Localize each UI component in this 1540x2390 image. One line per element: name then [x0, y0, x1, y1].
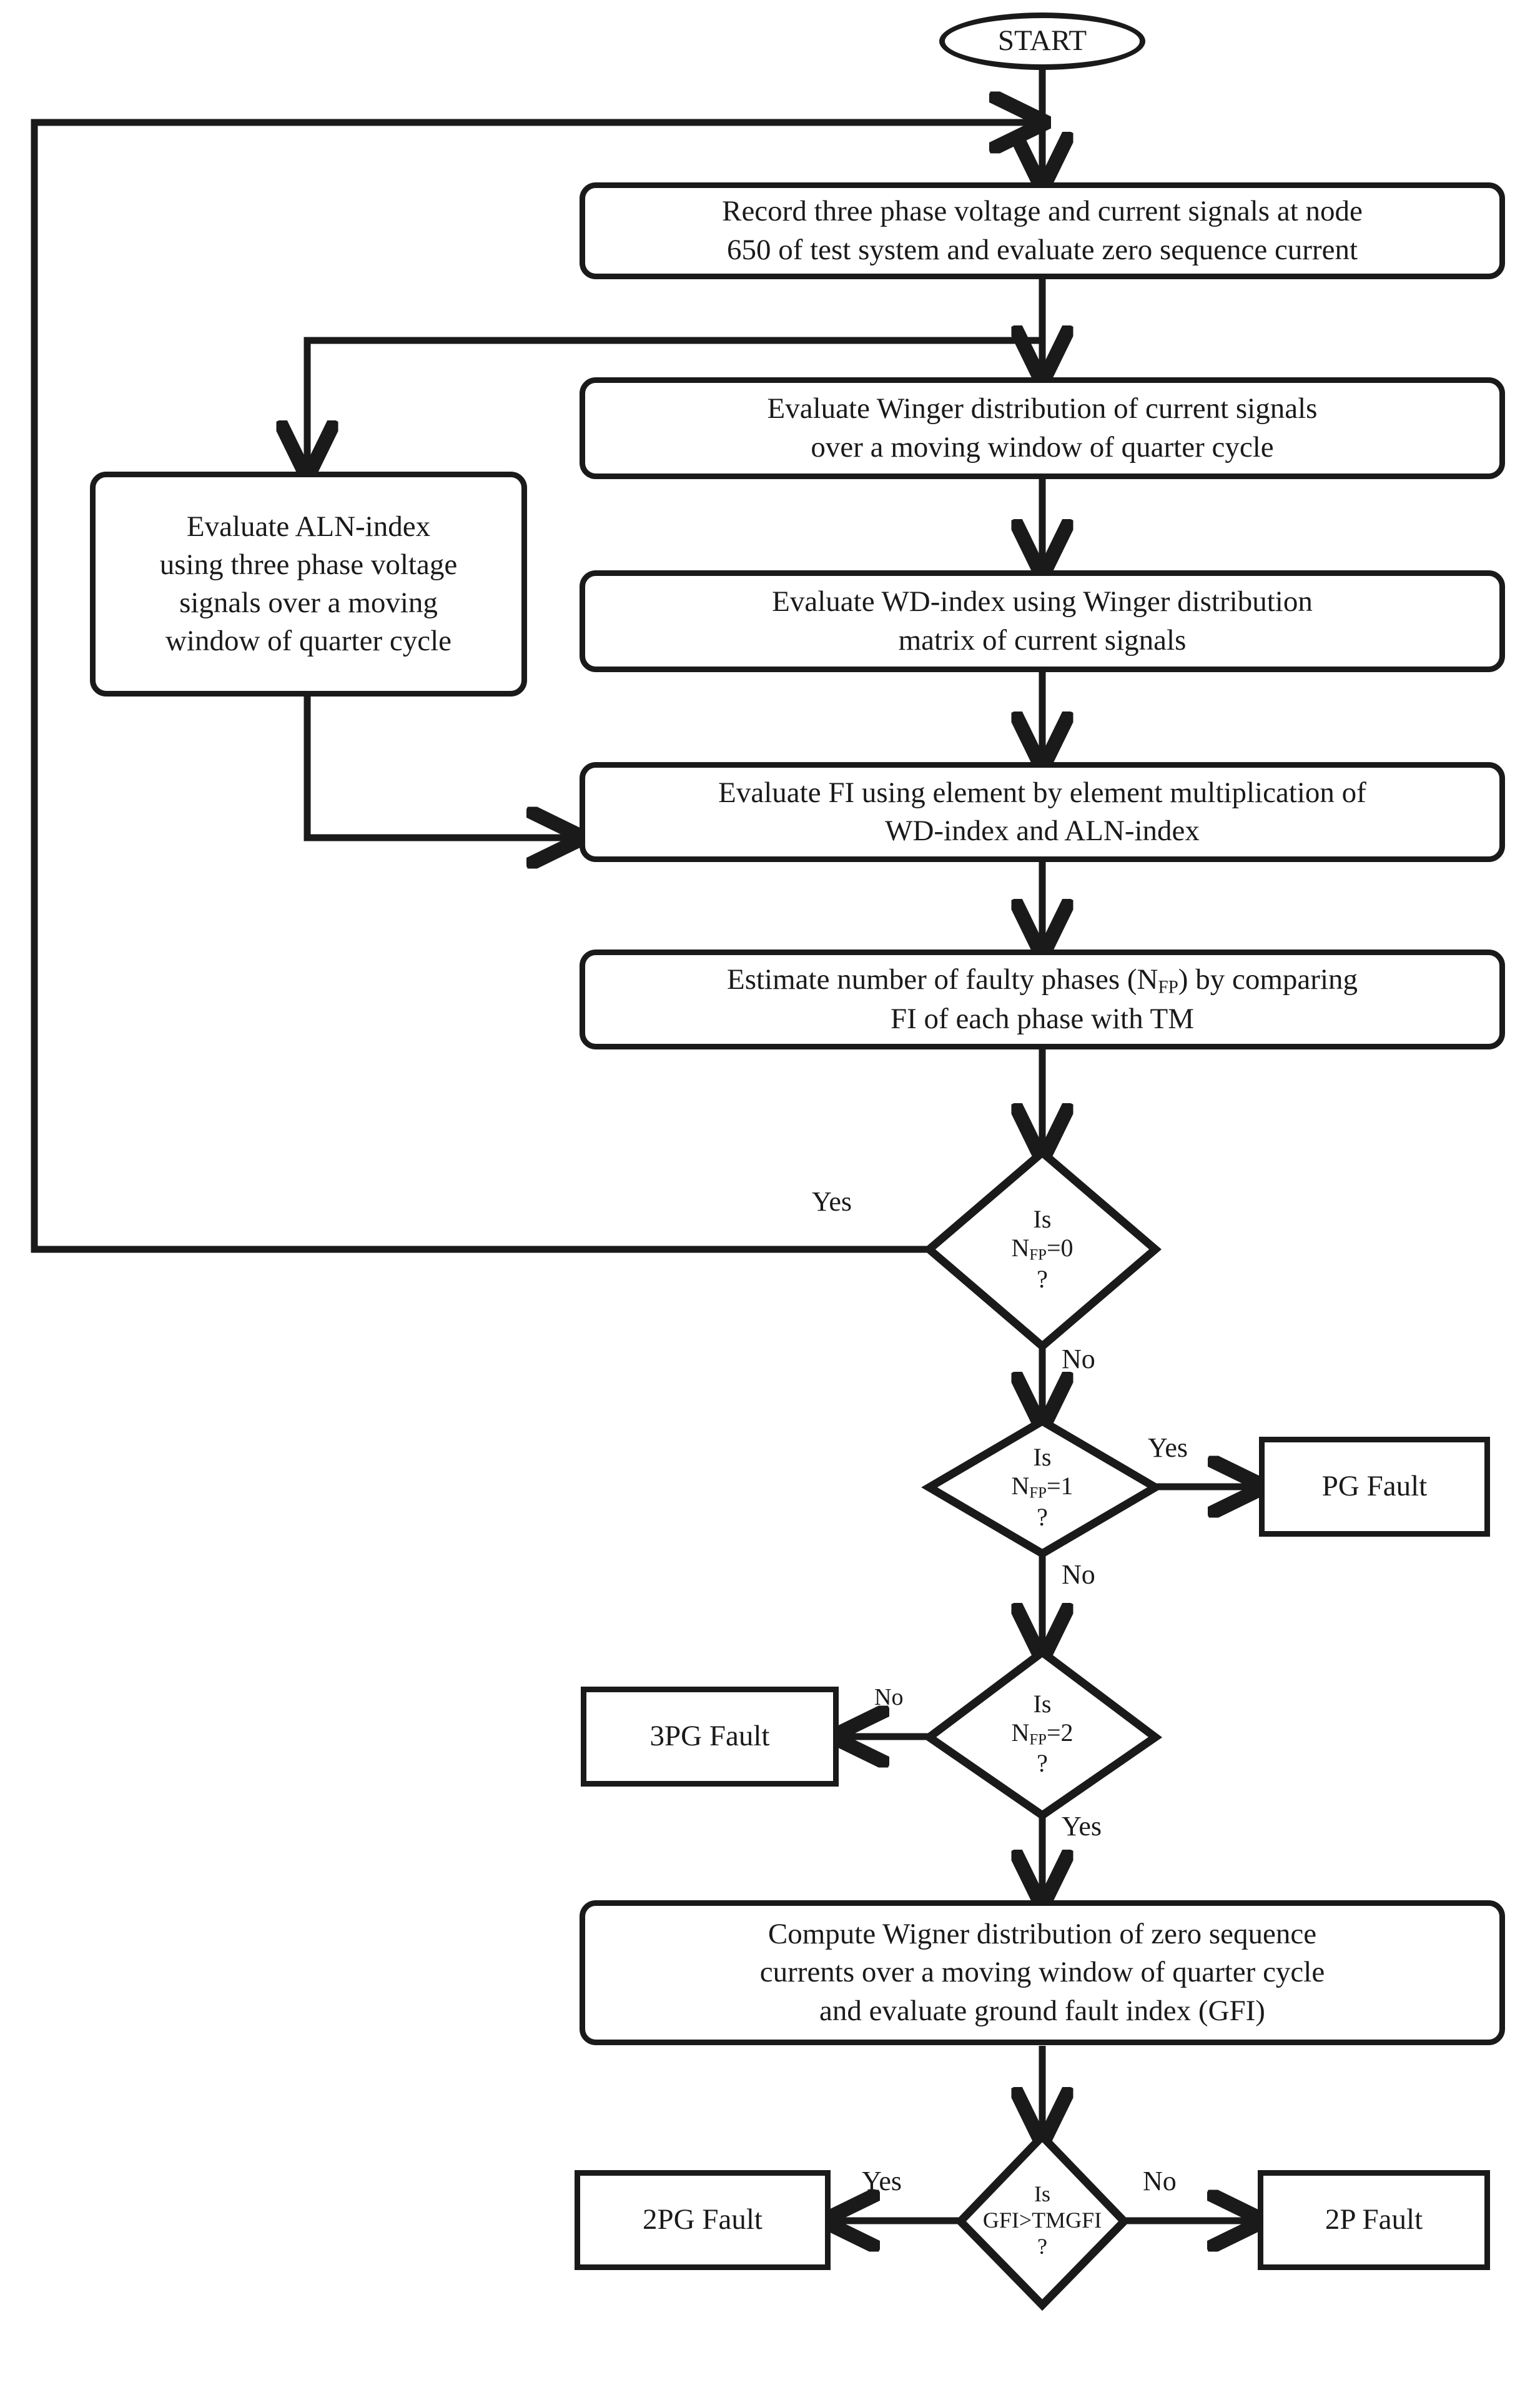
gfi-line2: GFI>TMGFI: [982, 2208, 1102, 2233]
decision-nfp0-shape: [923, 1147, 1162, 1352]
gfi-line1: Is: [1034, 2181, 1050, 2207]
nfp0-eq: =0: [1046, 1234, 1074, 1262]
estimate-line2: FI of each phase with TM: [891, 1002, 1194, 1035]
nfp0-line3: ?: [1037, 1264, 1048, 1293]
nfp2-n: N: [1011, 1718, 1030, 1747]
start-node[interactable]: START: [939, 12, 1145, 70]
estimate-line1-a: Estimate number of faulty phases (N: [727, 963, 1158, 996]
fi-line2: WD-index and ALN-index: [885, 815, 1200, 847]
aln-line4: window of quarter cycle: [165, 625, 452, 658]
aln-line1: Evaluate ALN-index: [186, 510, 431, 543]
record-line1: Record three phase voltage and current s…: [722, 195, 1363, 228]
nfp1-line2: NFP=1: [1011, 1472, 1073, 1502]
edge-feedback-loop: [31, 122, 1039, 1253]
decision-nfp0[interactable]: Is NFP=0 ?: [929, 1153, 1155, 1346]
decision-nfp2-shape: [922, 1647, 1163, 1820]
estimate-line1: Estimate number of faulty phases (NFP) b…: [727, 961, 1358, 999]
gfi-line3: ?: [1037, 2233, 1047, 2259]
aln-index-node[interactable]: Evaluate ALN-index using three phase vol…: [90, 472, 527, 697]
edge-label-nfp1-yes: Yes: [1148, 1432, 1188, 1463]
edge-label-nfp0-no: No: [1062, 1344, 1095, 1374]
gfi-line1: Compute Wigner distribution of zero sequ…: [768, 1918, 1317, 1951]
nfp2-eq: =2: [1046, 1718, 1074, 1747]
nfp1-n: N: [1011, 1472, 1030, 1500]
decision-nfp1[interactable]: Is NFP=1 ?: [929, 1421, 1155, 1554]
estimate-line1-b: ) by comparing: [1178, 963, 1358, 996]
aln-line3: signals over a moving: [179, 587, 438, 619]
estimate-nfp-subscript: FP: [1158, 977, 1178, 998]
decision-nfp1-shape: [921, 1416, 1163, 1559]
edge-aln-to-fi: [304, 695, 576, 838]
estimate-faulty-phases-node[interactable]: Estimate number of faulty phases (NFP) b…: [580, 950, 1505, 1049]
two-pg-fault-label: 2PG Fault: [643, 2203, 763, 2236]
nfp2-sub: FP: [1029, 1731, 1047, 1748]
fi-line1: Evaluate FI using element by element mul…: [718, 776, 1366, 809]
two-p-fault-label: 2P Fault: [1325, 2203, 1423, 2236]
nfp0-line2: NFP=0: [1011, 1234, 1073, 1264]
nfp1-sub: FP: [1029, 1484, 1047, 1502]
edge-label-nfp1-no: No: [1062, 1559, 1095, 1590]
three-pg-fault-label: 3PG Fault: [649, 1720, 770, 1753]
nfp1-eq: =1: [1046, 1472, 1074, 1500]
decision-gfi[interactable]: Is GFI>TMGFI ?: [960, 2136, 1124, 2305]
nfp2-line2: NFP=2: [1011, 1718, 1073, 1749]
gfi-line2: currents over a moving window of quarter…: [759, 1956, 1325, 1989]
nfp0-line1: Is: [1033, 1205, 1052, 1233]
fi-evaluate-node[interactable]: Evaluate FI using element by element mul…: [580, 762, 1505, 862]
two-p-fault-node[interactable]: 2P Fault: [1258, 2170, 1490, 2270]
decision-gfi-shape: [954, 2130, 1130, 2311]
nfp1-line1: Is: [1033, 1443, 1052, 1471]
edge-label-gfi-yes: Yes: [862, 2166, 902, 2196]
wd-current-line2: over a moving window of quarter cycle: [811, 430, 1274, 464]
record-signals-node[interactable]: Record three phase voltage and current s…: [580, 182, 1505, 279]
decision-nfp2[interactable]: Is NFP=2 ?: [929, 1652, 1155, 1815]
wdindex-line2: matrix of current signals: [898, 623, 1187, 657]
pg-fault-node[interactable]: PG Fault: [1259, 1437, 1490, 1537]
nfp1-line3: ?: [1037, 1502, 1048, 1531]
edge-label-nfp2-no: No: [874, 1684, 904, 1710]
aln-line2: using three phase voltage: [159, 548, 458, 581]
pg-fault-label: PG Fault: [1321, 1470, 1428, 1503]
record-line2: 650 of test system and evaluate zero seq…: [726, 233, 1358, 266]
edge-label-nfp2-yes: Yes: [1062, 1811, 1102, 1842]
edge-label-nfp0-yes: Yes: [812, 1186, 852, 1217]
edge-label-gfi-no: No: [1143, 2166, 1177, 2196]
gfi-compute-node[interactable]: Compute Wigner distribution of zero sequ…: [580, 1900, 1505, 2045]
winger-distribution-node[interactable]: Evaluate Winger distribution of current …: [580, 377, 1505, 479]
nfp2-line1: Is: [1033, 1689, 1052, 1718]
nfp2-line3: ?: [1037, 1749, 1048, 1778]
two-pg-fault-node[interactable]: 2PG Fault: [575, 2170, 831, 2270]
edge-to-aln: [307, 337, 1042, 470]
three-pg-fault-node[interactable]: 3PG Fault: [581, 1687, 839, 1787]
wd-current-line1: Evaluate Winger distribution of current …: [767, 392, 1318, 425]
gfi-line3: and evaluate ground fault index (GFI): [819, 1994, 1265, 2027]
start-label: START: [997, 24, 1087, 57]
wdindex-line1: Evaluate WD-index using Winger distribut…: [772, 585, 1313, 618]
wd-index-node[interactable]: Evaluate WD-index using Winger distribut…: [580, 570, 1505, 672]
nfp0-n: N: [1011, 1234, 1030, 1262]
nfp0-sub: FP: [1029, 1246, 1047, 1264]
